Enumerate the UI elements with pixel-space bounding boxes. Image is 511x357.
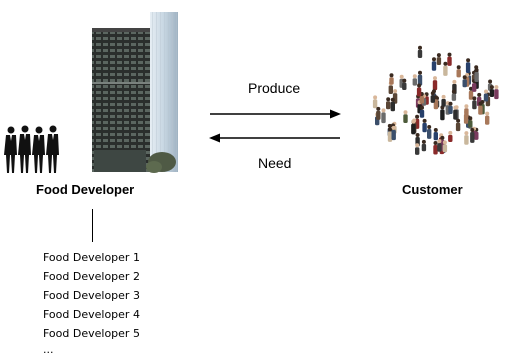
list-item: Food Developer 4: [43, 308, 140, 321]
list-item: Food Developer 2: [43, 270, 140, 283]
need-arrow: [209, 133, 340, 143]
customer-label: Customer: [402, 182, 463, 197]
list-item: Food Developer 3: [43, 289, 140, 302]
produce-arrow: [210, 109, 341, 119]
connector-line: [92, 209, 93, 242]
food-developer-label: Food Developer: [36, 182, 135, 197]
list-item: Food Developer 5: [43, 327, 140, 340]
list-item: Food Developer 1: [43, 251, 140, 264]
office-buildings-icon: [92, 12, 178, 173]
food-developer-list: Food Developer 1 Food Developer 2 Food D…: [43, 248, 140, 357]
produce-label: Produce: [248, 80, 301, 96]
crowd-icon: [372, 45, 499, 155]
list-item: ...: [43, 343, 54, 356]
business-people-icon: [4, 125, 59, 173]
need-label: Need: [258, 155, 292, 171]
